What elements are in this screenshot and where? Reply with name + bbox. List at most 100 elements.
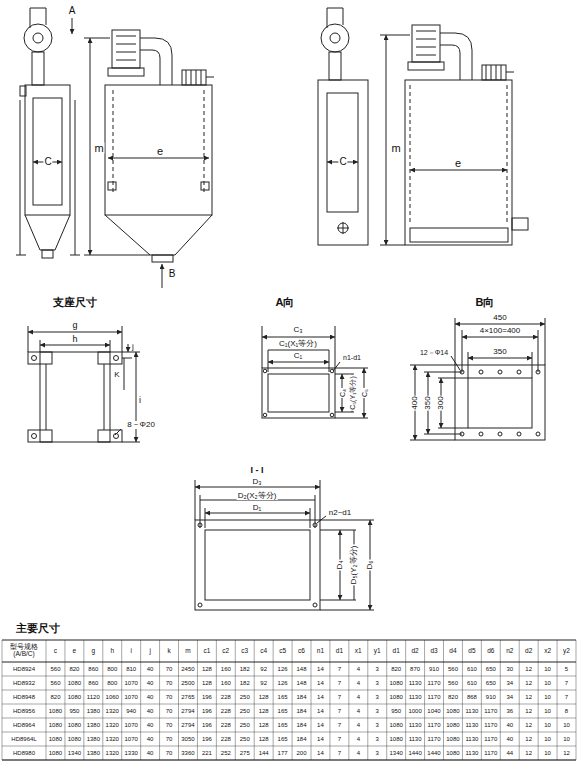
table-header: j xyxy=(141,640,160,662)
table-cell: 40 xyxy=(500,718,519,732)
view-title: 支座尺寸 xyxy=(52,297,98,308)
table-header: d6 xyxy=(481,640,500,662)
table-header: n2 xyxy=(500,640,519,662)
table-cell: 1080 xyxy=(65,732,84,746)
table-grid xyxy=(2,640,576,760)
view-arrow-letter: B xyxy=(168,269,177,279)
table-cell: 128 xyxy=(254,732,273,746)
table-cell: HD8964 xyxy=(2,718,46,732)
table-header: c4 xyxy=(254,640,273,662)
table-cell: 40 xyxy=(141,662,160,676)
table-cell: 2794 xyxy=(179,718,198,732)
front-view-hopper xyxy=(84,30,214,288)
dimension-letter: e xyxy=(454,158,462,169)
table-cell: 5 xyxy=(557,662,576,676)
table-cell: 4 xyxy=(349,718,368,732)
table-cell: 1130 xyxy=(462,746,481,760)
table-cell: 14 xyxy=(311,704,330,718)
dimension-label: C₆ xyxy=(361,388,368,398)
table-cell: 126 xyxy=(273,676,292,690)
table-cell: 1380 xyxy=(84,704,103,718)
table-cell: 8 xyxy=(557,704,576,718)
table-cell: 252 xyxy=(216,746,235,760)
section-flange xyxy=(195,480,374,610)
side-view-drawer xyxy=(318,8,368,245)
table-cell: HD8980 xyxy=(2,746,46,760)
table-cell: 40 xyxy=(141,718,160,732)
dimension-label: C₄ xyxy=(339,388,346,398)
table-cell: 196 xyxy=(197,690,216,704)
table-cell: 34 xyxy=(500,690,519,704)
table-cell: 1130 xyxy=(406,718,425,732)
table-cell: 7 xyxy=(330,746,349,760)
table-cell: 7 xyxy=(330,704,349,718)
table-cell: 40 xyxy=(141,704,160,718)
table-cell: 2765 xyxy=(179,690,198,704)
table-cell: 3 xyxy=(368,704,387,718)
table-cell: 1330 xyxy=(122,746,141,760)
dimension-label: D₂(X₂等分) xyxy=(237,492,278,500)
hole-callout: n1-d1 xyxy=(342,354,362,361)
table-cell: 1130 xyxy=(462,718,481,732)
table-cell: 40 xyxy=(141,732,160,746)
dimension-label: 350 xyxy=(492,348,507,356)
table-cell: 12 xyxy=(519,732,538,746)
table-cell: 228 xyxy=(216,704,235,718)
table-cell: 1080 xyxy=(387,718,406,732)
table-cell: 1080 xyxy=(65,676,84,690)
table-cell: 184 xyxy=(292,690,311,704)
dimension-label: C₃ xyxy=(292,326,303,334)
table-cell: 1080 xyxy=(444,746,463,760)
table-cell: 221 xyxy=(197,746,216,760)
table-cell: 12 xyxy=(519,662,538,676)
table-header: c3 xyxy=(235,640,254,662)
table-cell: 196 xyxy=(197,704,216,718)
table-cell: 610 xyxy=(462,662,481,676)
table-cell: 70 xyxy=(160,704,179,718)
dimension-letter: C xyxy=(43,157,52,167)
table-cell: 1060 xyxy=(103,690,122,704)
table-rule xyxy=(538,640,539,760)
table-cell: 70 xyxy=(160,718,179,732)
table-rule xyxy=(46,640,47,760)
table-cell: 2500 xyxy=(179,676,198,690)
table-cell: 184 xyxy=(292,732,311,746)
table-cell: 1130 xyxy=(406,732,425,746)
table-cell: 10 xyxy=(557,718,576,732)
table-cell: 3360 xyxy=(179,746,198,760)
table-rule xyxy=(2,662,576,663)
table-cell: 40 xyxy=(141,690,160,704)
table-header: n1 xyxy=(311,640,330,662)
table-cell: 70 xyxy=(160,732,179,746)
table-rule xyxy=(2,746,576,747)
hole-callout: 12－Φ14 xyxy=(419,349,449,356)
table-header: c1 xyxy=(197,640,216,662)
table-cell: 250 xyxy=(235,690,254,704)
table-rule xyxy=(254,640,255,760)
table-header: y2 xyxy=(557,640,576,662)
table-cell: 12 xyxy=(519,676,538,690)
table-rule xyxy=(2,760,576,761)
table-cell: 1070 xyxy=(122,676,141,690)
table-cell: 10 xyxy=(538,690,557,704)
table-cell: 7 xyxy=(557,690,576,704)
table-header: k xyxy=(160,640,179,662)
hole-callout: n2~d1 xyxy=(328,509,352,517)
table-cell: 10 xyxy=(538,704,557,718)
table-cell: 70 xyxy=(160,690,179,704)
table-cell: 1070 xyxy=(122,690,141,704)
table-header: c xyxy=(46,640,65,662)
table-cell: 34 xyxy=(500,676,519,690)
table-rule xyxy=(2,760,576,761)
table-header: 型号规格 (A/B/C) xyxy=(2,640,46,662)
table-cell: 3 xyxy=(368,662,387,676)
table-cell: 10 xyxy=(538,662,557,676)
hole-callout: 8－Φ20 xyxy=(126,421,156,429)
table-cell: 1130 xyxy=(462,704,481,718)
table-cell: 3 xyxy=(368,676,387,690)
table-cell: 12 xyxy=(519,746,538,760)
dimension-label: D₄ xyxy=(336,559,344,570)
dimension-label: 350 xyxy=(424,395,432,410)
table-cell: 560 xyxy=(46,662,65,676)
table-cell: 44 xyxy=(500,746,519,760)
